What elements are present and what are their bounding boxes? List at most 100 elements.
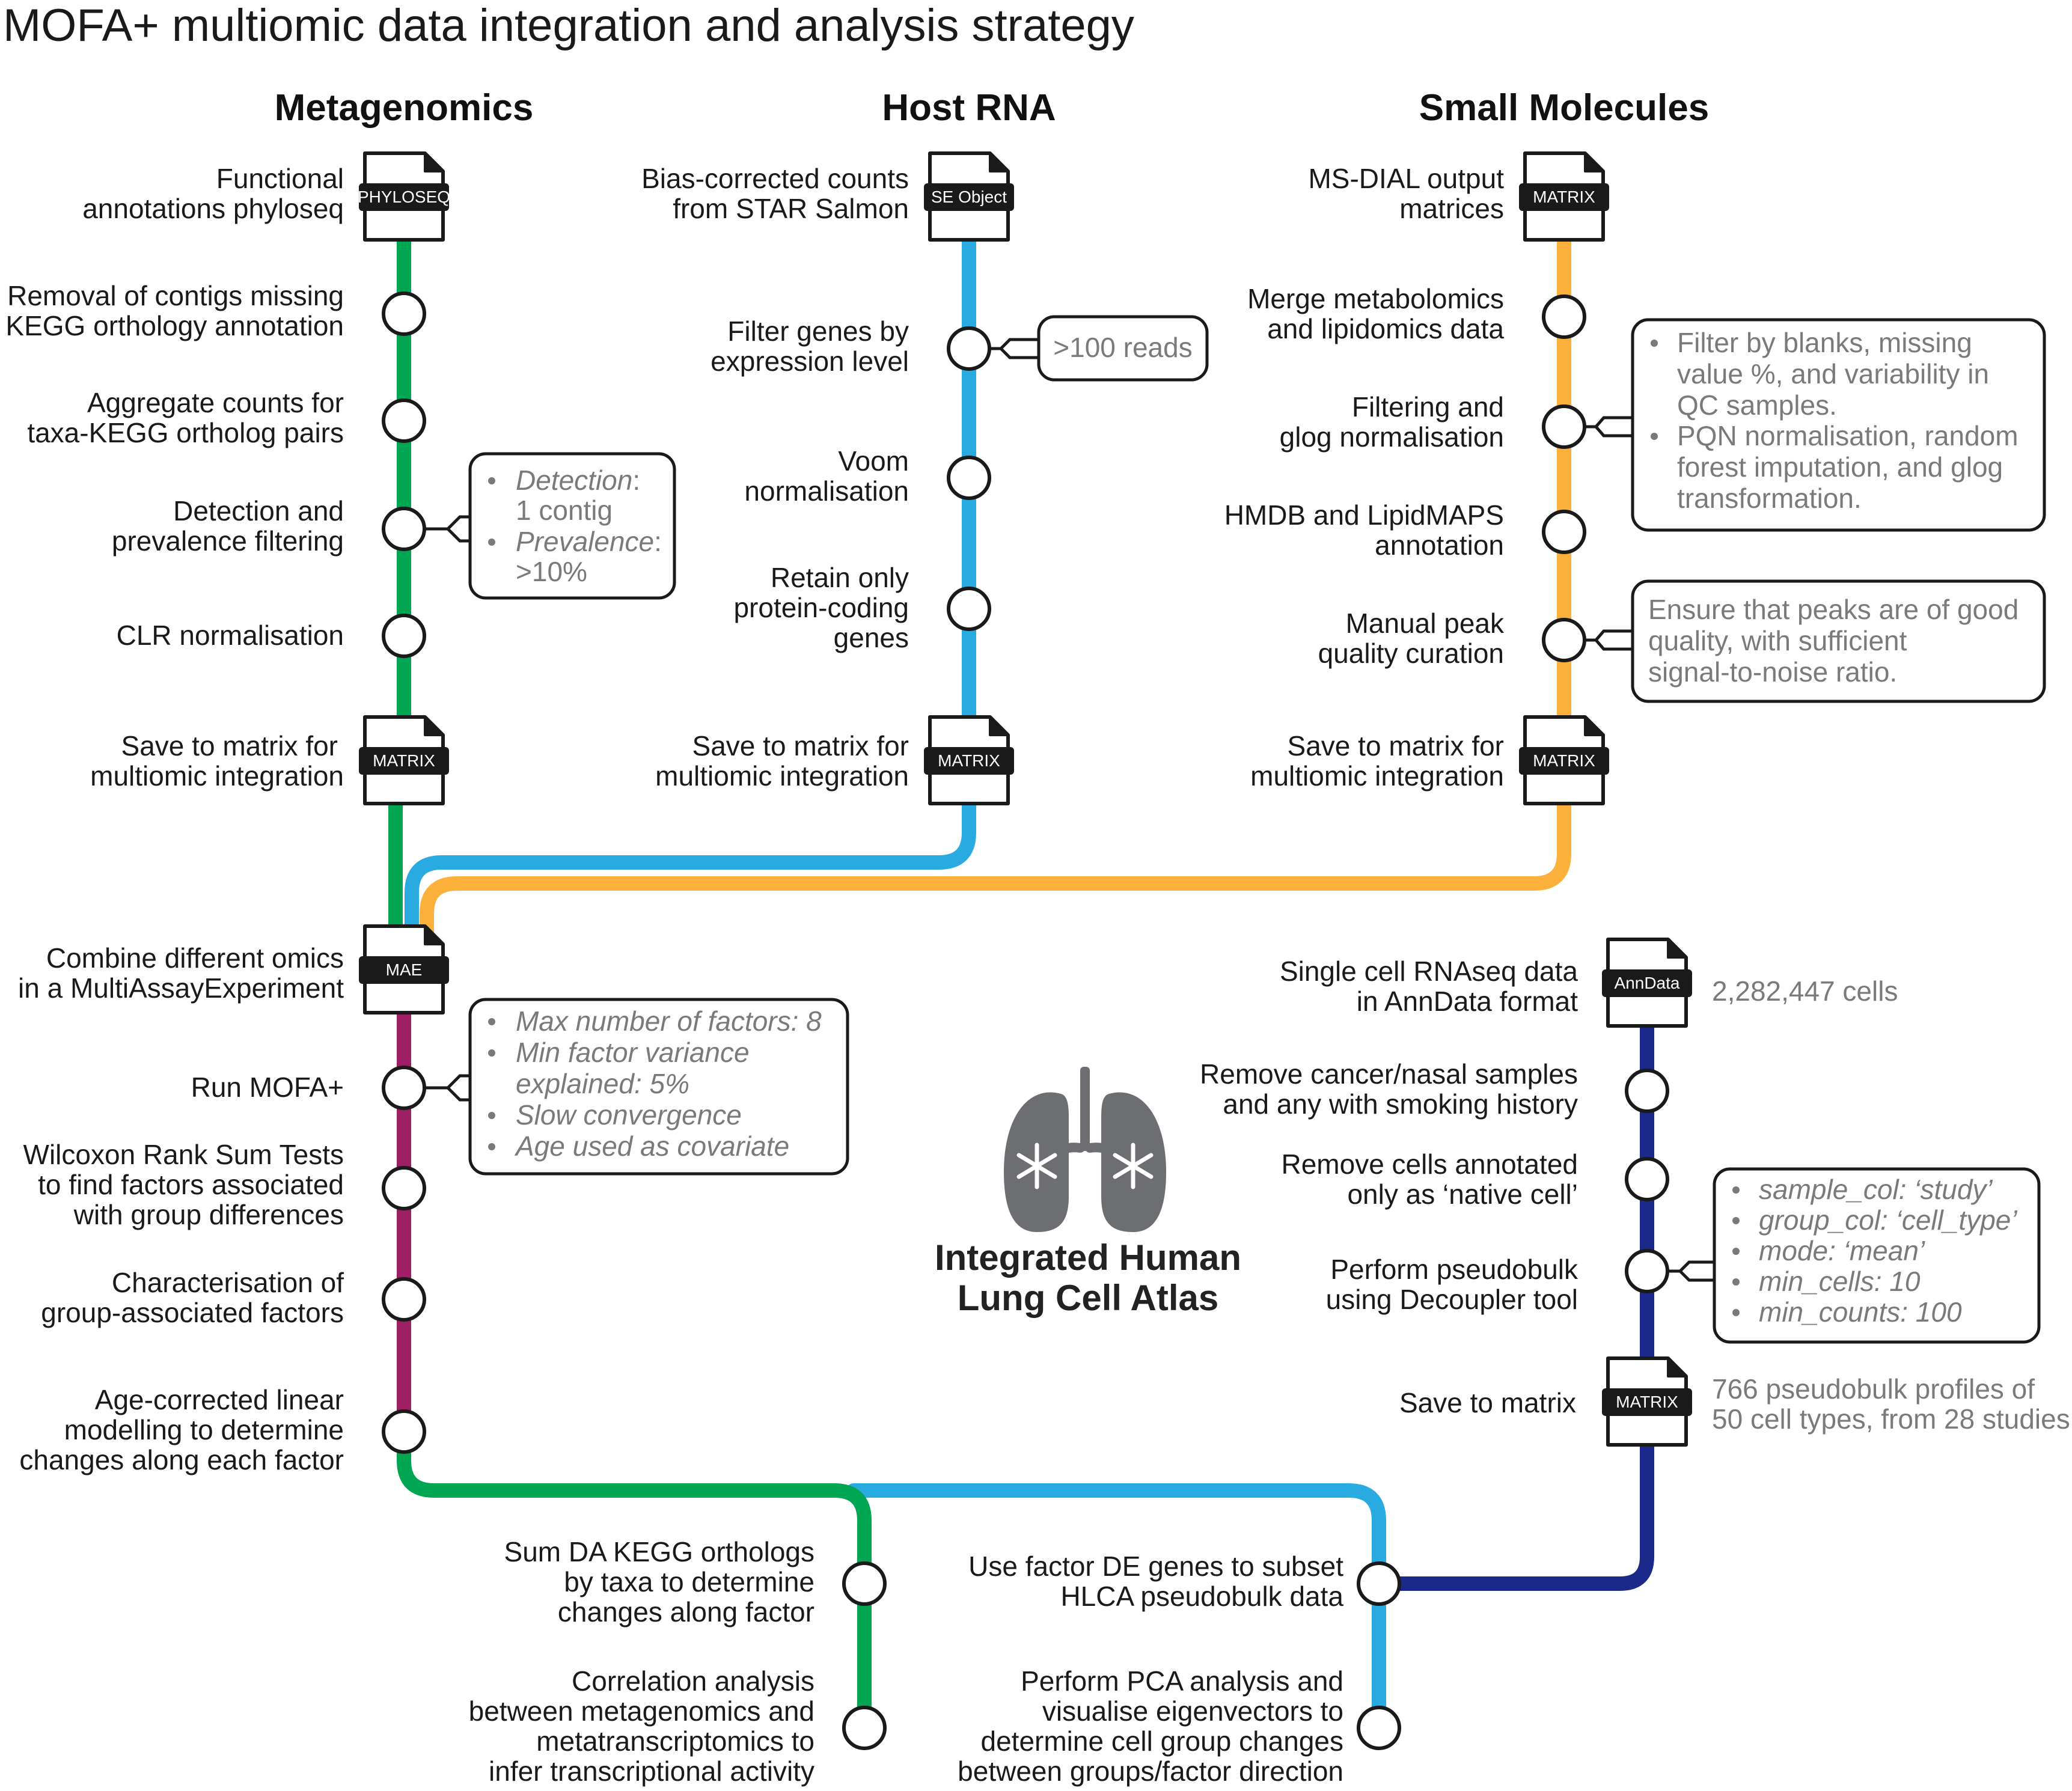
step-label: glog normalisation bbox=[1280, 421, 1504, 453]
step-label: expression level bbox=[711, 346, 909, 377]
filtering-note: Filter by blanks, missing value %, and v… bbox=[1651, 327, 2019, 514]
file-tag: MATRIX bbox=[373, 751, 435, 770]
svg-text:Prevalence:: Prevalence: bbox=[516, 526, 662, 557]
heading-metagenomics: Metagenomics bbox=[275, 87, 534, 129]
step-node bbox=[1542, 294, 1586, 339]
note-line: forest imputation, and glog bbox=[1677, 451, 2003, 483]
file-icon: MATRIX bbox=[359, 715, 449, 805]
step-node bbox=[947, 587, 991, 631]
note-line: Max number of factors: 8 bbox=[516, 1005, 822, 1037]
step-label: HLCA pseudobulk data bbox=[1060, 1581, 1343, 1612]
step-label: changes along each factor bbox=[19, 1444, 344, 1475]
step-label: in AnnData format bbox=[1357, 986, 1578, 1017]
note-colon: : bbox=[654, 526, 662, 557]
step-label: KEGG orthology annotation bbox=[5, 310, 344, 341]
host-rna-labels: Bias-corrected counts from STAR Salmon F… bbox=[641, 163, 909, 792]
note-line: signal-to-noise ratio. bbox=[1648, 656, 1897, 688]
step-label: Retain only bbox=[771, 562, 909, 593]
heading-host-rna: Host RNA bbox=[882, 87, 1056, 129]
note-line: PQN normalisation, random bbox=[1677, 420, 2019, 451]
step-label: Detection and bbox=[173, 495, 344, 526]
step-label: taxa-KEGG ortholog pairs bbox=[27, 417, 344, 448]
step-label: determine cell group changes bbox=[981, 1725, 1343, 1757]
note-key: Detection bbox=[516, 465, 632, 496]
file-icon: MATRIX bbox=[1519, 715, 1609, 805]
metagenomics-labels: Functional annotations phyloseq Removal … bbox=[5, 163, 344, 792]
mofa-params: Max number of factors: 8 Min factor vari… bbox=[488, 1005, 822, 1162]
file-icon: MATRIX bbox=[1602, 1356, 1692, 1447]
step-label: CLR normalisation bbox=[117, 620, 344, 651]
curation-note-box bbox=[1631, 579, 2046, 703]
file-icon: AnnData bbox=[1602, 938, 1692, 1028]
file-icon: MATRIX bbox=[924, 715, 1014, 805]
step-node bbox=[842, 1706, 887, 1750]
file-tag: MATRIX bbox=[1533, 751, 1595, 770]
step-label: Remove cancer/nasal samples bbox=[1200, 1058, 1578, 1090]
step-node bbox=[1542, 404, 1586, 449]
step-label: metatranscriptomics to bbox=[536, 1725, 814, 1757]
file-icon: PHYLOSEQ bbox=[358, 151, 450, 242]
step-label: Remove cells annotated bbox=[1281, 1149, 1578, 1180]
file-tag: MATRIX bbox=[1533, 188, 1595, 206]
step-label: to find factors associated bbox=[38, 1169, 344, 1200]
step-label: annotations phyloseq bbox=[82, 193, 344, 224]
step-label: changes along factor bbox=[558, 1596, 814, 1628]
step-node bbox=[947, 456, 991, 500]
file-tag: PHYLOSEQ bbox=[358, 188, 450, 206]
step-label: and lipidomics data bbox=[1267, 313, 1504, 344]
step-node bbox=[382, 614, 426, 658]
step-label: multiomic integration bbox=[1250, 760, 1504, 792]
pseudobulk-params: sample_col: ‘study’ group_col: ‘cell_typ… bbox=[1732, 1174, 2017, 1328]
step-label: Save to matrix for bbox=[692, 730, 909, 761]
file-icon: SE Object bbox=[924, 151, 1014, 242]
step-label: Use factor DE genes to subset bbox=[968, 1551, 1343, 1582]
step-label: Age-corrected linear bbox=[95, 1384, 344, 1415]
step-label: genes bbox=[834, 622, 909, 653]
mofa-params-box bbox=[468, 998, 849, 1176]
step-label: Perform pseudobulk bbox=[1330, 1254, 1578, 1285]
step-label: visualise eigenvectors to bbox=[1042, 1695, 1343, 1727]
mofa-labels: Combine different omics in a MultiAssayE… bbox=[18, 942, 344, 1475]
step-label: Characterisation of bbox=[112, 1267, 344, 1298]
step-node bbox=[1542, 618, 1586, 662]
note-line: Min factor variance bbox=[516, 1037, 750, 1068]
step-label: Wilcoxon Rank Sum Tests bbox=[23, 1139, 344, 1170]
note-line: min_counts: 100 bbox=[1759, 1296, 1962, 1328]
detection-note: Detection: 1 contig Prevalence: >10% bbox=[488, 465, 662, 587]
step-label: Removal of contigs missing bbox=[7, 280, 344, 311]
reads-note-box bbox=[1037, 315, 1209, 382]
step-node bbox=[1625, 1069, 1669, 1113]
step-label: between groups/factor direction bbox=[958, 1756, 1343, 1787]
note-value: >10% bbox=[516, 556, 587, 587]
file-tag: MATRIX bbox=[1616, 1393, 1678, 1411]
step-node bbox=[382, 291, 426, 336]
hlca-line bbox=[1372, 1014, 1654, 1591]
step-label: from STAR Salmon bbox=[673, 193, 909, 224]
step-label: Functional bbox=[216, 163, 344, 194]
step-node bbox=[1357, 1706, 1401, 1750]
step-label: group-associated factors bbox=[41, 1297, 344, 1328]
file-tag: AnnData bbox=[1615, 974, 1680, 992]
step-label: Filtering and bbox=[1352, 391, 1504, 423]
atlas-title: Integrated Human bbox=[935, 1237, 1241, 1278]
small-molecules-line bbox=[420, 200, 1571, 945]
downstream-metagenomics-line bbox=[397, 1435, 872, 1735]
output-note: 766 pseudobulk profiles of bbox=[1712, 1373, 2035, 1405]
pipeline-lines bbox=[388, 200, 1654, 1735]
step-node bbox=[382, 1066, 426, 1110]
reads-note: >100 reads bbox=[1053, 332, 1192, 363]
step-label: Correlation analysis bbox=[572, 1665, 814, 1697]
step-label: prevalence filtering bbox=[112, 525, 344, 557]
step-label: by taxa to determine bbox=[564, 1566, 814, 1597]
step-label: Manual peak bbox=[1346, 608, 1505, 639]
detection-note-box bbox=[468, 452, 676, 600]
step-label: infer transcriptional activity bbox=[489, 1756, 814, 1787]
step-node bbox=[842, 1561, 887, 1606]
step-label: modelling to determine bbox=[64, 1414, 344, 1445]
step-node bbox=[382, 1409, 426, 1454]
svg-text:Detection:: Detection: bbox=[516, 465, 640, 496]
pseudobulk-params-box bbox=[1713, 1167, 2041, 1344]
step-node bbox=[1357, 1561, 1401, 1606]
step-label: Save to matrix for bbox=[1288, 730, 1504, 761]
step-label: in a MultiAssayExperiment bbox=[18, 972, 344, 1004]
